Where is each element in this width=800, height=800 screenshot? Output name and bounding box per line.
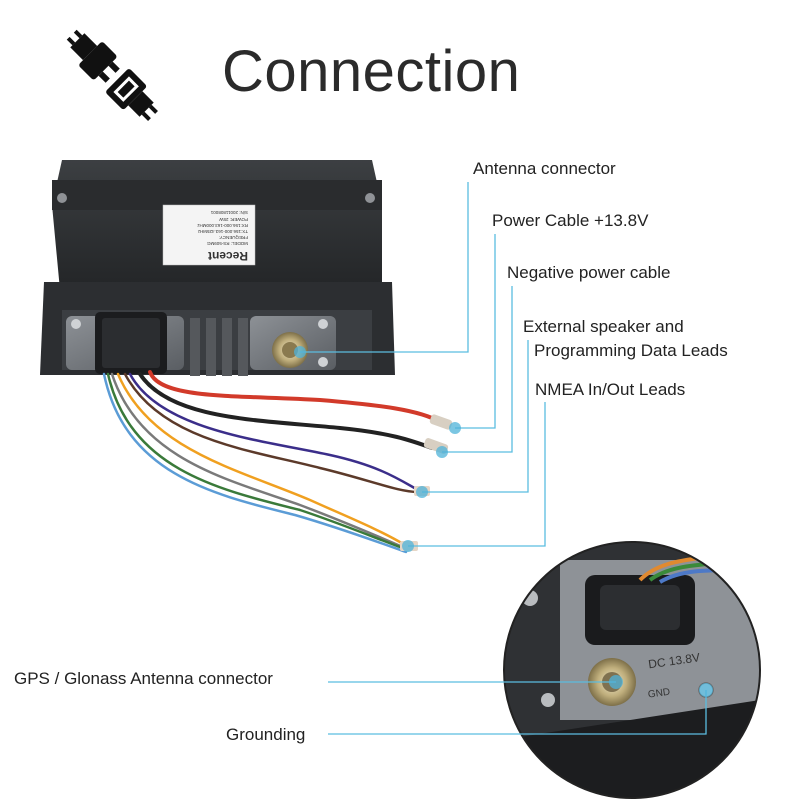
callout-grounding: Grounding — [226, 725, 306, 744]
plug-connection-icon — [66, 29, 158, 121]
callout-external-speaker-line2: Programming Data Leads — [534, 341, 728, 360]
label-rx: RX:156.000-163.000MHz — [196, 223, 248, 228]
callout-external-speaker-line1: External speaker and — [523, 317, 684, 336]
device-label: Recent MODEL: RS-509MG FREQUENCY: TX:156… — [162, 204, 256, 266]
callout-gps-antenna-connector: GPS / Glonass Antenna connector — [14, 669, 273, 688]
label-brand: Recent — [208, 249, 248, 263]
endpoint-dots — [294, 346, 713, 697]
page-title: Connection — [222, 39, 521, 104]
radio-body — [40, 160, 395, 376]
callout-negative-power-cable: Negative power cable — [507, 263, 671, 282]
label-tx: TX:156.000-163.425MHz — [197, 229, 248, 234]
inset-magnifier: DC 13.8V GND — [503, 541, 761, 799]
callout-nmea-leads: NMEA In/Out Leads — [535, 380, 686, 399]
callout-antenna-connector: Antenna connector — [473, 159, 616, 178]
label-freq: FREQUENCY: — [219, 235, 248, 240]
wire-bundle — [102, 370, 442, 554]
label-power: POWER: 25W — [218, 217, 248, 222]
inset-gnd-text: GND — [647, 687, 671, 701]
label-model: MODEL: RS-509MG — [206, 241, 248, 246]
callout-power-cable: Power Cable +13.8V — [492, 211, 649, 230]
leader-lines — [300, 182, 707, 735]
label-serial: S/N: 20011808001 — [210, 210, 248, 215]
wire-terminals — [400, 414, 453, 551]
